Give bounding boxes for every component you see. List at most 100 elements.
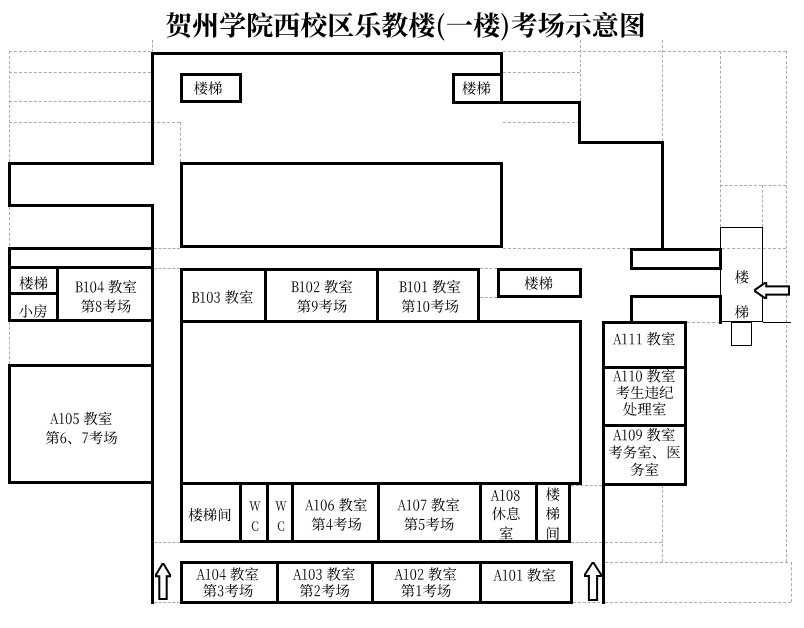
- room-a108-label: A108 休息 室: [479, 482, 535, 543]
- divider-a110-a109: [602, 424, 687, 427]
- room-a104-text: A104 教室 第3考场: [180, 561, 276, 604]
- central-hall-box: [180, 320, 582, 485]
- wall-upper-left-vert: [151, 52, 154, 164]
- table-gridline: [503, 248, 630, 249]
- stairwell-south-left-label: 楼梯间: [180, 482, 239, 543]
- room-a108-text: A108 休息 室: [479, 482, 535, 543]
- table-gridline: [9, 122, 180, 123]
- room-b102-text: B102 教室 第9考场: [264, 268, 376, 323]
- table-gridline: [571, 542, 602, 543]
- table-gridline: [9, 207, 10, 246]
- stairs-left-block-text: 楼梯: [8, 267, 58, 294]
- wall-step1-vert: [578, 101, 581, 144]
- wall-step2-vert: [661, 141, 664, 251]
- table-gridline: [662, 40, 663, 141]
- stairwell-south-right-text: 楼梯间: [535, 482, 571, 543]
- stairs-top-right-label: 楼梯: [452, 73, 503, 104]
- entrance-arrow-left: [155, 563, 171, 600]
- table-gridline: [605, 562, 788, 563]
- table-gridline: [687, 322, 720, 323]
- stairwell-south-right-label: 楼梯间: [535, 482, 571, 543]
- room-b104-label: B104 教室 第8考场: [58, 267, 154, 322]
- east-stairwell-box: [720, 227, 763, 322]
- table-gridline: [791, 562, 792, 602]
- table-gridline: [503, 51, 786, 52]
- divider-a103-a102: [371, 561, 374, 604]
- table-gridline: [503, 122, 580, 123]
- wall-stair-xiaofang-divider: [8, 292, 59, 295]
- table-gridline: [180, 122, 181, 162]
- wall-ne-room-top: [630, 295, 722, 298]
- room-a101-text: A101 教室: [479, 561, 573, 604]
- table-gridline: [762, 185, 763, 227]
- table-gridline: [580, 40, 581, 101]
- room-a103-text: A103 教室 第2考场: [276, 561, 371, 604]
- divider-a102-a101: [479, 561, 482, 604]
- wall-ne-room-left: [630, 295, 633, 324]
- stairs-east-label: 楼梯: [720, 227, 763, 322]
- east-wall-line: [763, 322, 791, 323]
- wc-2-text: W C: [266, 482, 291, 543]
- table-gridline: [9, 51, 10, 162]
- stairs-top-left-label: 楼梯: [180, 73, 242, 103]
- divider-b102-b101: [376, 268, 379, 323]
- wall-right-corridor: [602, 484, 605, 604]
- upper-hall-box: [180, 162, 503, 248]
- room-b101-label: B101 教室 第10考场: [376, 268, 480, 323]
- table-gridline: [9, 101, 151, 102]
- table-gridline: [480, 297, 497, 298]
- room-a111-text: A111 教室: [602, 321, 687, 366]
- stairs-top-right-text: 楼梯: [452, 73, 503, 104]
- room-b103-label: B103 教室: [180, 268, 264, 323]
- divider-wc-a106: [291, 482, 294, 543]
- room-a107-text: A107 教室 第5考场: [377, 482, 479, 543]
- wall-top: [151, 52, 503, 55]
- stairs-left-block-label: 楼梯: [8, 267, 58, 294]
- room-a104-label: A104 教室 第3考场: [180, 561, 276, 604]
- wall-west-wing-divider: [8, 204, 154, 207]
- divider-a111-a110: [602, 366, 687, 369]
- table-gridline: [9, 322, 10, 364]
- room-a103-label: A103 教室 第2考场: [276, 561, 371, 604]
- room-a106-text: A106 教室 第4考场: [291, 482, 377, 543]
- stairwell-south-left-text: 楼梯间: [180, 482, 239, 543]
- divider-b103-b102: [264, 268, 267, 323]
- table-gridline: [605, 542, 662, 543]
- table-gridline: [480, 268, 497, 269]
- divider-stairwell-wc: [239, 482, 242, 543]
- room-a107-label: A107 教室 第5考场: [377, 482, 479, 543]
- table-gridline: [720, 185, 786, 186]
- south-rooms-row-box: [180, 482, 571, 543]
- stairs-top-left-box: [180, 73, 242, 103]
- bottom-rooms-row-box: [180, 561, 573, 604]
- table-gridline: [154, 542, 180, 543]
- table-gridline: [9, 72, 151, 73]
- wc-1-text: W C: [239, 482, 266, 543]
- east-rooms-column-box: [602, 321, 687, 486]
- stairs-mid-right-text: 楼梯: [497, 268, 582, 298]
- stairs-top-right-box: [452, 73, 503, 104]
- entrance-arrow-east: [754, 282, 790, 299]
- divider-a108-stairwell: [535, 482, 538, 543]
- wc-2-label: W C: [266, 482, 291, 543]
- table-gridline: [720, 51, 721, 227]
- table-gridline: [605, 602, 791, 603]
- table-gridline: [154, 268, 180, 269]
- room-a109-label: A109 教室 考务室、医 务室: [602, 424, 687, 485]
- wall-step1-horiz: [500, 101, 581, 104]
- wall-left-block-divider-h: [8, 266, 154, 269]
- east-stairwell-landing-box: [731, 322, 752, 346]
- table-gridline: [573, 602, 605, 603]
- title-label: 贺州学院西校区乐教楼(一楼)考场示意图: [150, 8, 660, 46]
- title-text: 贺州学院西校区乐教楼(一楼)考场示意图: [150, 8, 660, 46]
- wall-west-wing-top: [8, 162, 154, 165]
- table-gridline: [571, 485, 602, 486]
- room-a101-label: A101 教室: [479, 561, 573, 604]
- entrance-arrow-right: [584, 562, 602, 601]
- room-xiaofang-text: 小房: [8, 294, 58, 322]
- room-a111-label: A111 教室: [602, 321, 687, 366]
- stairs-east-text: 楼梯: [720, 227, 763, 322]
- room-b104-text: B104 教室 第8考场: [58, 267, 154, 322]
- table-gridline: [152, 40, 153, 52]
